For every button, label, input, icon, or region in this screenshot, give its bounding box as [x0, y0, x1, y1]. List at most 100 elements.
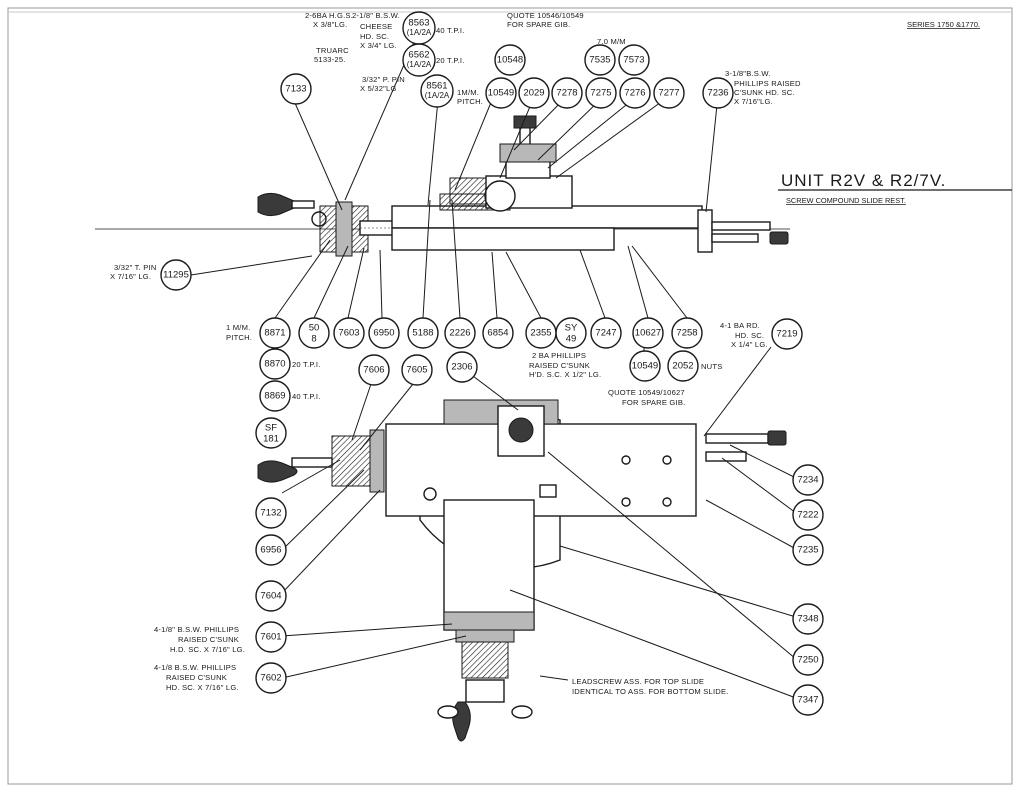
bubble-11295: 11295: [160, 259, 192, 291]
svg-text:2226: 2226: [449, 328, 470, 339]
svg-text:181: 181: [263, 434, 279, 445]
note-quote-bottom-1: QUOTE 10549/10627: [608, 388, 685, 397]
note-tpin-2: X 7/16" LG.: [110, 272, 151, 281]
note-2ba-hgs-length: X 3/8"LG.: [313, 20, 347, 29]
bubble-7234: 7234: [792, 464, 824, 496]
end-plate: [697, 209, 713, 253]
bubble-7250: 7250: [792, 644, 824, 676]
svg-text:7250: 7250: [797, 655, 818, 666]
cross-slide-plan: [443, 499, 535, 631]
note-1mm-1: 1 M/M.: [226, 323, 250, 332]
svg-text:(1A/2A: (1A/2A: [407, 60, 432, 69]
note-40tpi: 40 T.P.I.: [292, 392, 321, 401]
bubble-10627: 10627: [632, 317, 664, 349]
svg-text:7133: 7133: [285, 84, 306, 95]
drawing-notes: 2-6BA H.G.S. X 3/8"LG. 2-1/8" B.S.W. CHE…: [110, 11, 801, 696]
note-4ba-2: HD. SC.: [735, 331, 764, 340]
bubble-2355: 2355: [525, 317, 557, 349]
svg-text:8: 8: [311, 334, 316, 345]
svg-text:7601: 7601: [260, 632, 281, 643]
bubble-7347: 7347: [792, 684, 824, 716]
note-1mm-2: PITCH.: [226, 333, 252, 342]
svg-text:49: 49: [566, 334, 577, 345]
note-truarc-2: 5133-25.: [314, 55, 346, 64]
svg-text:7275: 7275: [590, 88, 611, 99]
note-ppin-2: X 5/32"LG: [360, 84, 397, 93]
note-3bsw-3: C'SUNK HD. SC.: [734, 88, 795, 97]
bubble-6950: 6950: [368, 317, 400, 349]
bottom-handle-arm: [465, 679, 505, 703]
bubble-7132: 7132: [255, 497, 287, 529]
note-nuts: NUTS: [701, 362, 722, 371]
unit-subtitle: SCREW COMPOUND SLIDE REST.: [786, 196, 906, 205]
svg-text:10549: 10549: [632, 361, 658, 372]
knurled-knob-right: [769, 231, 789, 245]
unit-title: UNIT R2V & R2/7V.: [781, 171, 946, 190]
bubble-50-8: 508: [298, 317, 330, 349]
bottom-slide-body: [391, 227, 615, 251]
note-bsw-2: CHEESE: [360, 22, 392, 31]
bubble-2029: 2029: [518, 77, 550, 109]
bubble-8871: 8871: [259, 317, 291, 349]
bubble-7605: 7605: [401, 354, 433, 386]
upper-slide-assembly: [95, 115, 790, 257]
mount-hole-2: [662, 455, 672, 465]
note-quote-bottom-2: FOR SPARE GIB.: [622, 398, 685, 407]
svg-text:7247: 7247: [595, 328, 616, 339]
bubble-7278: 7278: [551, 77, 583, 109]
bubble-7348: 7348: [792, 603, 824, 635]
note-2ba-phillips-1: 2 BA PHILLIPS: [532, 351, 586, 360]
callout-bubbles: 7133 8563(1A/2A 6562(1A/2A 8561(1A/2A 10…: [160, 11, 824, 716]
cross-slide-foot: [443, 611, 535, 631]
note-quote-top-1: QUOTE 10546/10549: [507, 11, 584, 20]
note-3bsw-1: 3-1/8"B.S.W.: [725, 69, 771, 78]
svg-text:2306: 2306: [451, 362, 472, 373]
svg-text:10549: 10549: [488, 88, 514, 99]
svg-text:7606: 7606: [363, 365, 384, 376]
svg-text:7348: 7348: [797, 614, 818, 625]
bottom-handle-wing-l: [437, 705, 459, 719]
note-bsw-1: 2-1/8" B.S.W.: [352, 11, 400, 20]
note-7601-3: H.D. SC. X 7/16" LG.: [170, 645, 245, 654]
svg-text:8869: 8869: [264, 391, 285, 402]
note-7602-2: RAISED C'SUNK: [166, 673, 227, 682]
bubble-7276: 7276: [619, 77, 651, 109]
svg-text:7573: 7573: [623, 55, 644, 66]
mount-hole-3: [621, 497, 631, 507]
note-7601-1: 4-1/8" B.S.W. PHILLIPS: [154, 625, 239, 634]
note-20tpi: 20 T.P.I.: [292, 360, 321, 369]
bubble-8563: 8563(1A/2A: [402, 11, 436, 45]
svg-text:8561: 8561: [426, 81, 447, 92]
bubble-7235: 7235: [792, 534, 824, 566]
bubble-7601: 7601: [255, 621, 287, 653]
note-ppin-1: 3/32" P. PIN: [362, 75, 405, 84]
nut-block: [449, 177, 487, 205]
svg-text:6956: 6956: [260, 545, 281, 556]
bubble-7222: 7222: [792, 499, 824, 531]
svg-text:11295: 11295: [163, 270, 189, 281]
bubble-7219: 7219: [771, 318, 803, 350]
note-bsw-3: HD. SC.: [360, 32, 389, 41]
mount-hole-1: [621, 455, 631, 465]
svg-text:10627: 10627: [635, 328, 661, 339]
tool-post-block: [499, 143, 557, 163]
note-1mm-top-1: 1M/M.: [457, 88, 479, 97]
note-70mm: 7.0 M/M: [597, 37, 626, 46]
note-7601-2: RAISED C'SUNK: [178, 635, 239, 644]
bubble-7277: 7277: [653, 77, 685, 109]
lock-nut-right: [711, 233, 759, 243]
svg-text:7258: 7258: [676, 328, 697, 339]
bubble-7275: 7275: [585, 77, 617, 109]
svg-text:7602: 7602: [260, 673, 281, 684]
bubble-7603: 7603: [333, 317, 365, 349]
note-quote-top-2: FOR SPARE GIB.: [507, 20, 570, 29]
lower-slide-assembly: [257, 399, 787, 742]
note-2ba-phillips-2: RAISED C'SUNK: [529, 361, 590, 370]
bubble-2226: 2226: [444, 317, 476, 349]
svg-text:8871: 8871: [264, 328, 285, 339]
svg-text:50: 50: [309, 323, 320, 334]
sheet-border: [7, 7, 1013, 785]
note-tpin-1: 3/32" T. PIN: [114, 263, 157, 272]
svg-text:5188: 5188: [412, 328, 433, 339]
